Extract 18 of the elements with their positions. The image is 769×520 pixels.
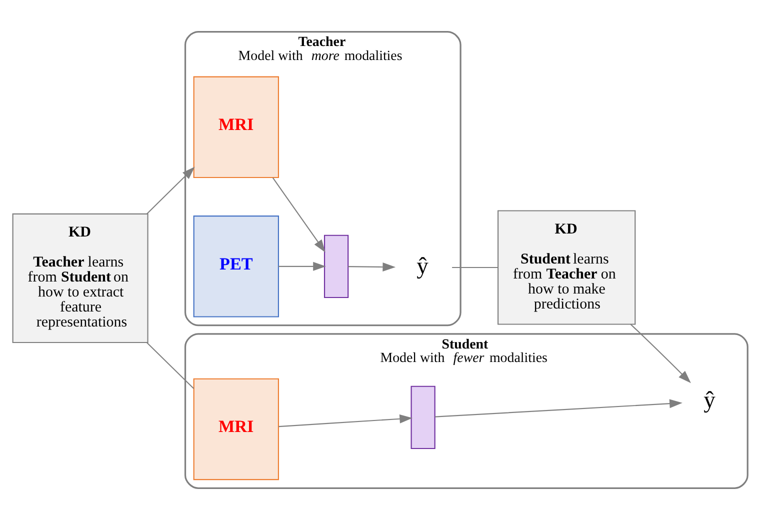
- node-bar: [410, 386, 436, 450]
- arrow: [348, 262, 396, 272]
- arrow: [630, 324, 691, 384]
- node-box: MRI: [193, 76, 279, 178]
- node-text: ŷ: [704, 387, 716, 414]
- node-box: KD Student learns from Teacher on how to make predictions: [498, 210, 636, 325]
- node-box: KD Teacher learns from Student on how to extract feature representations: [12, 213, 148, 344]
- node-bar: [324, 234, 349, 298]
- arrow: [434, 399, 682, 418]
- arrow: [278, 414, 413, 428]
- connector: [146, 342, 194, 389]
- connector: [452, 266, 498, 268]
- arrow: [278, 262, 326, 271]
- arrow: [272, 178, 326, 252]
- arrow: [146, 166, 195, 214]
- node-text: ŷ: [416, 253, 428, 280]
- node-box: PET: [193, 216, 279, 318]
- node-box: MRI: [193, 378, 279, 480]
